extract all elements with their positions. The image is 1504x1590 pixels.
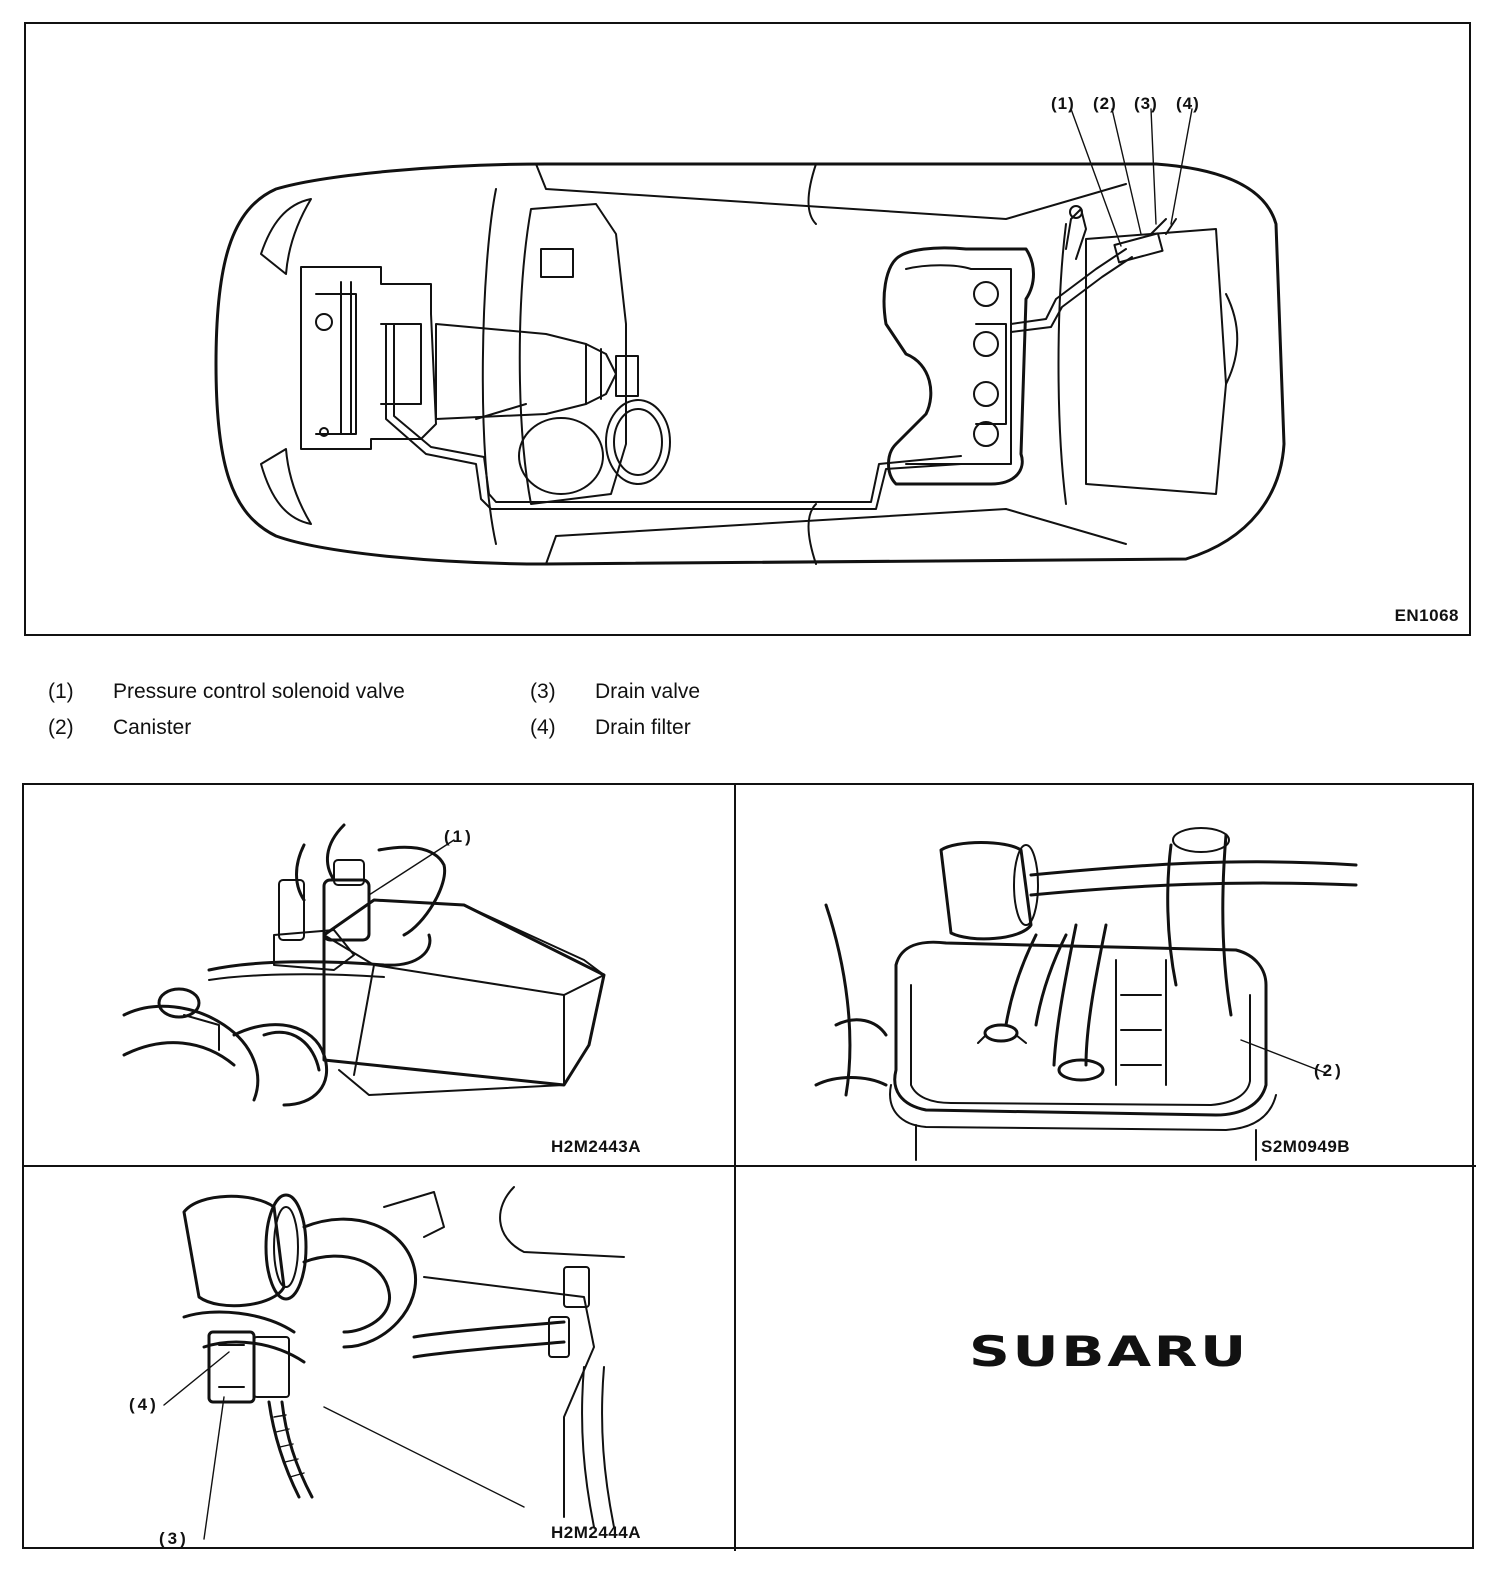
legend-item-4: (4) Drain filter	[530, 716, 691, 740]
grid-divider-vertical	[734, 785, 736, 1551]
legend-label: Drain filter	[595, 716, 691, 739]
drain-valve-drawing	[163, 1186, 625, 1540]
legend-num: (2)	[48, 716, 74, 739]
solenoid-valve-drawing	[122, 823, 606, 1107]
subaru-logo: SUBARU	[969, 1327, 1249, 1376]
legend-item-3: (3) Drain valve	[530, 680, 700, 704]
figure-code-h2m2443a: H2M2443A	[551, 1137, 641, 1156]
figure-code-s2m0949b: S2M0949B	[1261, 1137, 1351, 1156]
detail-logo-panel: SUBARU	[736, 1167, 1476, 1551]
legend-label: Canister	[113, 716, 192, 739]
overview-figure-code: EN1068	[1394, 606, 1459, 625]
overview-figure: (1) (2) (3) (4) EN1068	[24, 22, 1471, 636]
detail-drain-valve-filter: (4) (3) H2M2444A	[24, 1167, 734, 1551]
callout-1: (1)	[444, 827, 474, 846]
overview-callout-3: (3)	[1134, 94, 1158, 113]
figure-code-h2m2444a: H2M2444A	[551, 1523, 641, 1542]
overview-callout-2: (2)	[1093, 94, 1117, 113]
detail-canister: (2) S2M0949B	[736, 785, 1476, 1165]
detail-grid: (1) H2M2443A	[22, 783, 1476, 1551]
detail-solenoid-valve: (1) H2M2443A	[24, 785, 734, 1165]
grid-divider-horizontal	[24, 1165, 1476, 1167]
legend-item-1: (1) Pressure control solenoid valve	[48, 680, 405, 704]
car-overview-drawing	[214, 108, 1286, 566]
overview-callout-1: (1)	[1051, 94, 1075, 113]
callout-4: (4)	[129, 1395, 159, 1414]
legend-num: (3)	[530, 680, 556, 703]
callout-2: (2)	[1314, 1061, 1344, 1080]
legend-item-2: (2) Canister	[48, 716, 191, 740]
legend-num: (1)	[48, 680, 74, 703]
legend-num: (4)	[530, 716, 556, 739]
callout-3: (3)	[159, 1529, 189, 1548]
legend-label: Drain valve	[595, 680, 701, 703]
legend-label: Pressure control solenoid valve	[113, 680, 405, 703]
overview-callout-4: (4)	[1176, 94, 1200, 113]
canister-drawing	[814, 827, 1358, 1161]
